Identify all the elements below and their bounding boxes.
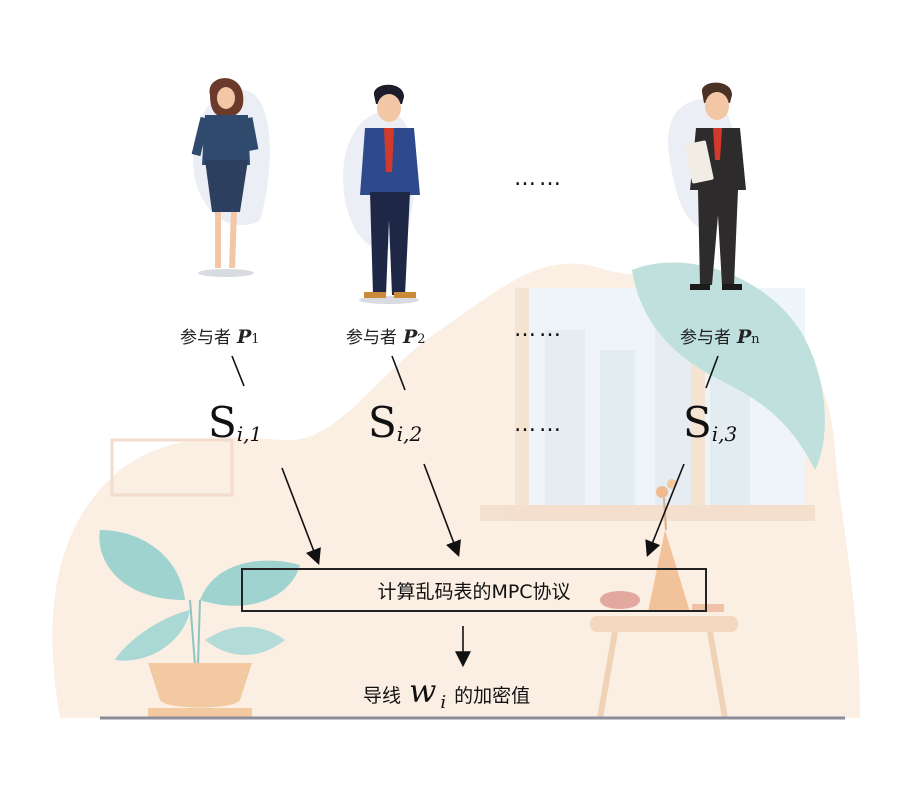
participant-label-text: 参与者 (180, 328, 231, 348)
ellipsis-labels: …… (514, 317, 564, 342)
ellipsis-shares: …… (514, 412, 564, 437)
participant-label-1: 参与者 P1 (180, 323, 260, 348)
participant-label-text: 参与者 (680, 328, 731, 348)
result-symbol: w (409, 672, 436, 710)
share-symbol: S (683, 398, 712, 447)
share-subscript: i,3 (712, 422, 737, 446)
result-subscript: i (440, 692, 446, 713)
share-2: Si,2 (368, 398, 422, 447)
participant-symbol: P (403, 326, 417, 348)
participant-symbol: P (737, 326, 751, 348)
participant-index: n (751, 332, 759, 347)
participant-n-figure (668, 83, 746, 290)
participant-label-n: 参与者 Pn (680, 323, 760, 348)
share-symbol: S (208, 398, 237, 447)
share-1: Si,1 (208, 398, 262, 447)
share-n: Si,3 (683, 398, 737, 447)
share-subscript: i,1 (237, 422, 262, 446)
mpc-protocol-box: 计算乱码表的MPC协议 (241, 568, 707, 612)
participant-1-figure (193, 78, 270, 277)
result-prefix: 导线 (363, 685, 401, 707)
participant-index: 1 (251, 332, 259, 347)
share-symbol: S (368, 398, 397, 447)
participant-index: 2 (417, 332, 425, 347)
share-subscript: i,2 (397, 422, 422, 446)
participant-label-text: 参与者 (346, 328, 397, 348)
participant-symbol: P (237, 326, 251, 348)
label-connector-1 (232, 356, 244, 386)
result-suffix: 的加密值 (454, 685, 530, 707)
participant-label-2: 参与者 P2 (346, 323, 426, 348)
ellipsis-figures: …… (514, 166, 564, 191)
participant-2-figure (343, 85, 420, 304)
